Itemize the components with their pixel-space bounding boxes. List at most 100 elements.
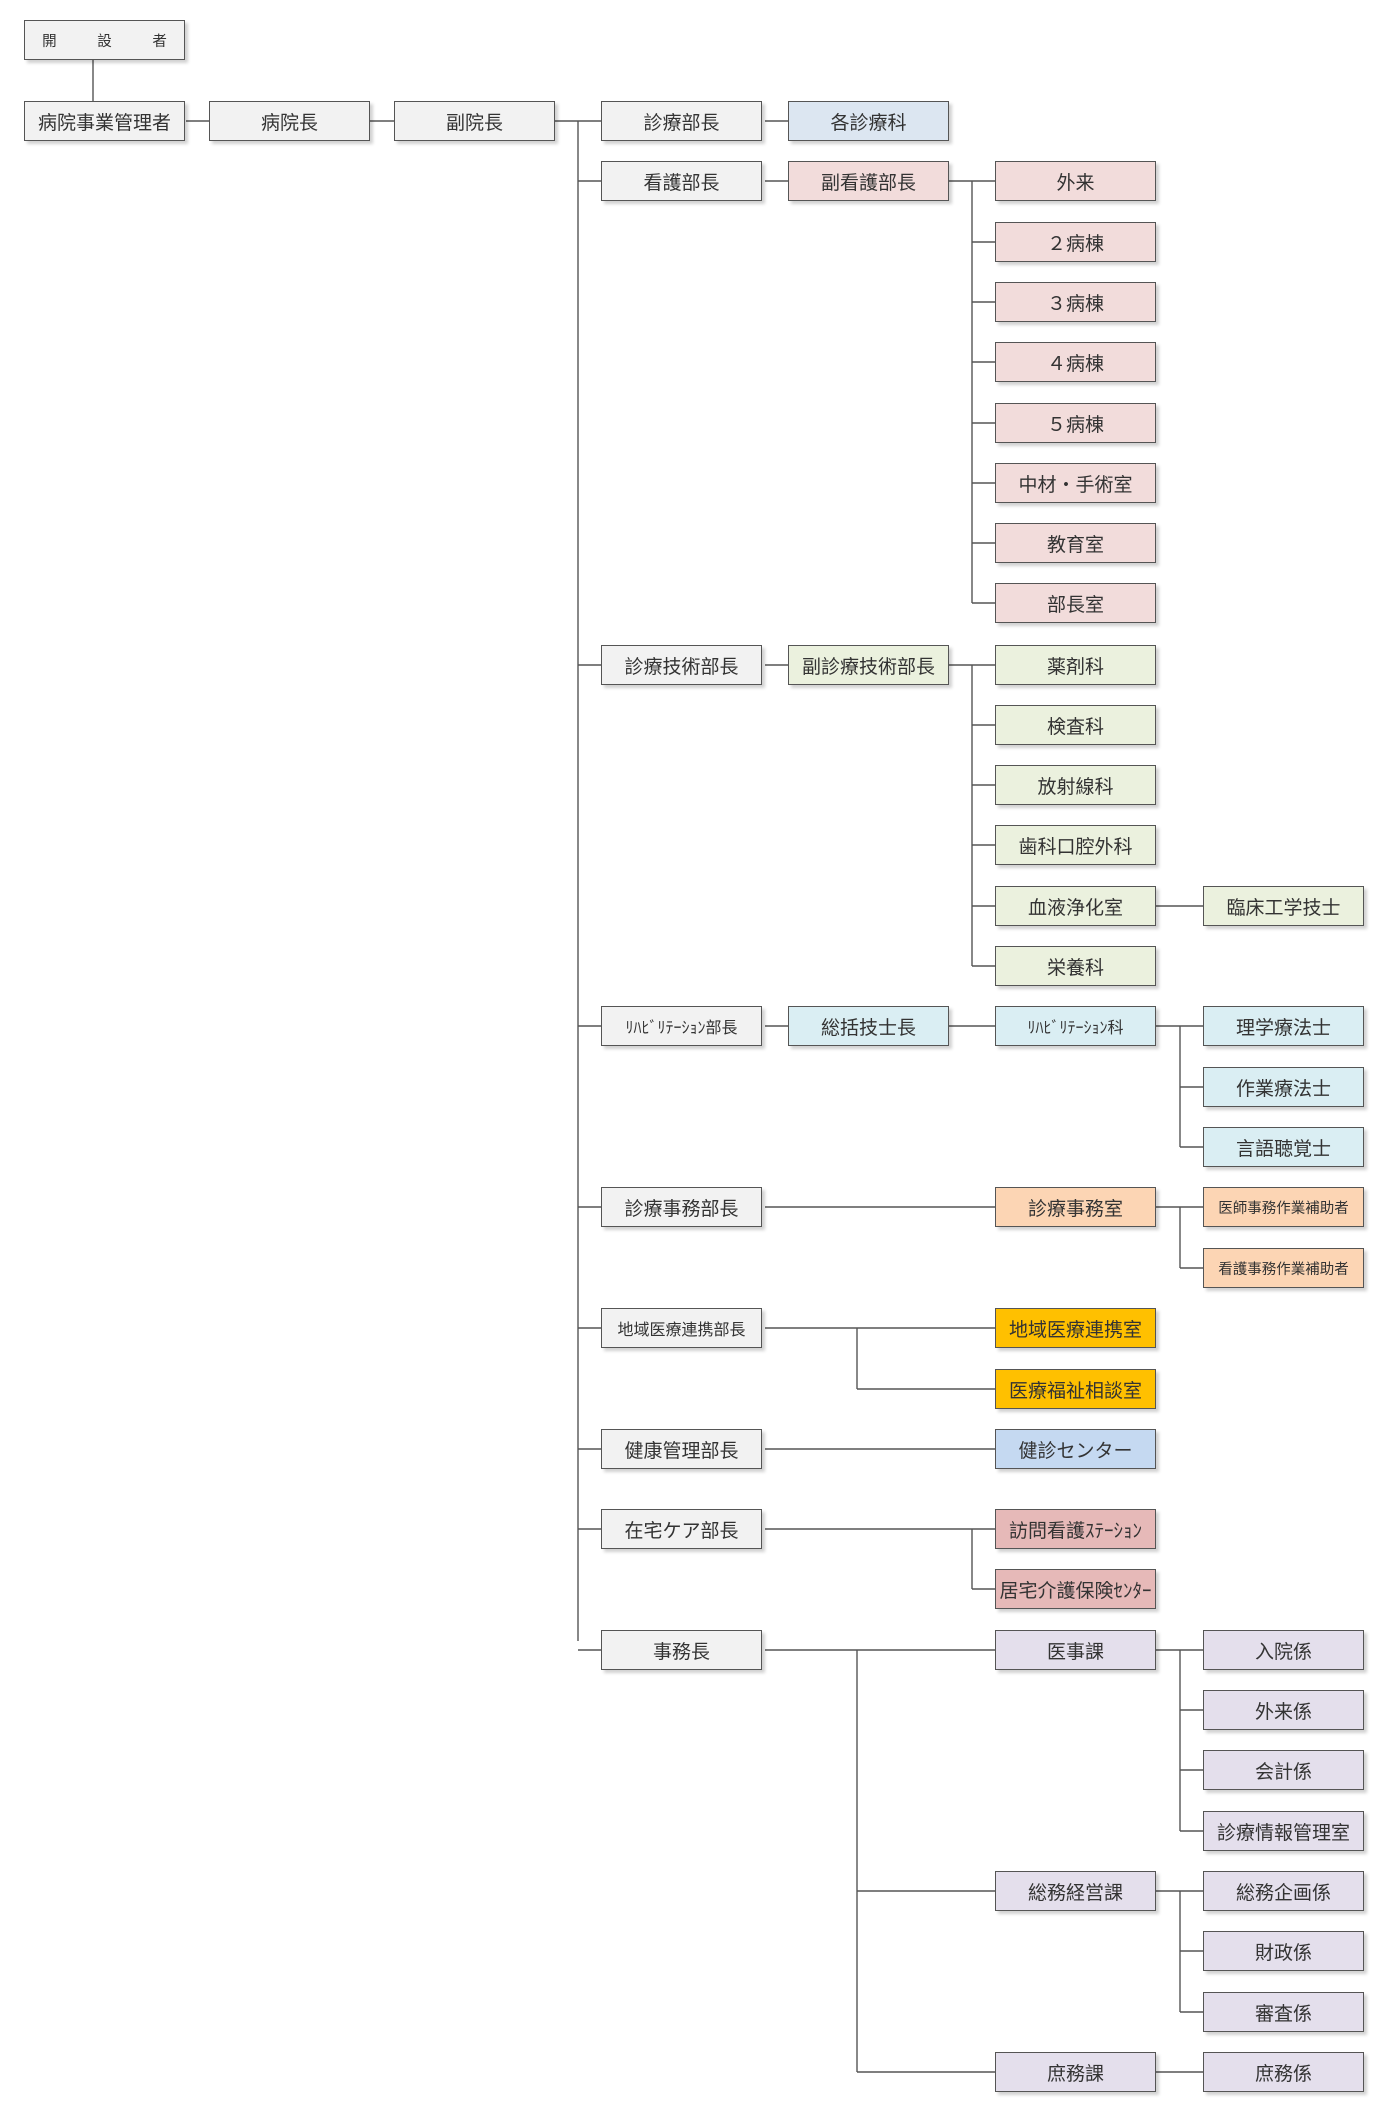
community-head-box: 地域医療連携部長 bbox=[601, 1308, 762, 1348]
nursing-unit-box: ４病棟 bbox=[995, 342, 1156, 382]
admin-section-box: 会計係 bbox=[1203, 1750, 1364, 1790]
admin-section-box: 診療情報管理室 bbox=[1203, 1811, 1364, 1851]
rehab-dept-label: ﾘﾊﾋﾞﾘﾃｰｼｮﾝ科 bbox=[1027, 1018, 1124, 1037]
office-head-box: 診療事務部長 bbox=[601, 1187, 762, 1227]
community-room-box: 地域医療連携室 bbox=[995, 1308, 1156, 1348]
technical-deputy-label: 副診療技術部長 bbox=[801, 655, 935, 678]
medical-depts-box: 各診療科 bbox=[788, 101, 949, 141]
technical-unit-box: 検査科 bbox=[995, 705, 1156, 745]
medical-depts-label: 各診療科 bbox=[830, 111, 907, 134]
nursing-deputy-label: 副看護部長 bbox=[820, 171, 916, 194]
rehab-head-box: ﾘﾊﾋﾞﾘﾃｰｼｮﾝ部長 bbox=[601, 1006, 762, 1046]
admin-section-box: 審査係 bbox=[1203, 1992, 1364, 2032]
admin-head-label: 事務長 bbox=[652, 1640, 710, 1663]
office-room-label: 診療事務室 bbox=[1027, 1197, 1123, 1220]
technical-unit-box: 薬剤科 bbox=[995, 645, 1156, 685]
admin-section-box: 財政係 bbox=[1203, 1931, 1364, 1971]
medical-head-box: 診療部長 bbox=[601, 101, 762, 141]
clinical-engineer-box: 臨床工学技士 bbox=[1203, 886, 1364, 926]
technical-unit-box: 血液浄化室 bbox=[995, 886, 1156, 926]
technical-unit-label: 栄養科 bbox=[1046, 956, 1104, 979]
nursing-unit-box: ５病棟 bbox=[995, 403, 1156, 443]
community-head-label: 地域医療連携部長 bbox=[617, 1320, 746, 1339]
nursing-unit-box: 中材・手術室 bbox=[995, 463, 1156, 503]
nursing-unit-box: 外来 bbox=[995, 161, 1156, 201]
nursing-head-label: 看護部長 bbox=[643, 171, 720, 194]
admin-section-box: 庶務係 bbox=[1203, 2052, 1364, 2092]
technical-unit-box: 歯科口腔外科 bbox=[995, 825, 1156, 865]
health-head-box: 健康管理部長 bbox=[601, 1429, 762, 1469]
health-center-label: 健診センター bbox=[1018, 1439, 1133, 1462]
nursing-unit-label: ４病棟 bbox=[1046, 352, 1104, 375]
technical-unit-label: 血液浄化室 bbox=[1027, 896, 1123, 919]
homecare-unit-box: 訪問看護ｽﾃｰｼｮﾝ bbox=[995, 1509, 1156, 1549]
admin-section-box: 入院係 bbox=[1203, 1630, 1364, 1670]
founder-box: 開 設 者 bbox=[24, 20, 185, 60]
admin-section-label: 審査係 bbox=[1254, 2002, 1312, 2025]
nursing-head-box: 看護部長 bbox=[601, 161, 762, 201]
technical-unit-label: 歯科口腔外科 bbox=[1018, 835, 1133, 858]
nursing-unit-label: 外来 bbox=[1056, 171, 1095, 194]
admin-division-box: 医事課 bbox=[995, 1630, 1156, 1670]
office-staff-box: 医師事務作業補助者 bbox=[1203, 1187, 1364, 1227]
homecare-unit-label: 居宅介護保険ｾﾝﾀｰ bbox=[999, 1579, 1152, 1602]
rehab-dept-box: ﾘﾊﾋﾞﾘﾃｰｼｮﾝ科 bbox=[995, 1006, 1156, 1046]
rehab-staff-label: 言語聴覚士 bbox=[1235, 1137, 1331, 1160]
homecare-head-label: 在宅ケア部長 bbox=[624, 1519, 739, 1542]
nursing-unit-label: 教育室 bbox=[1046, 533, 1104, 556]
founder-label: 開 設 者 bbox=[42, 33, 180, 50]
nursing-unit-box: ３病棟 bbox=[995, 282, 1156, 322]
health-center-box: 健診センター bbox=[995, 1429, 1156, 1469]
admin-section-label: 財政係 bbox=[1254, 1941, 1312, 1964]
community-room-label: 地域医療連携室 bbox=[1008, 1318, 1142, 1341]
medical-head-label: 診療部長 bbox=[643, 111, 720, 134]
rehab-head-label: ﾘﾊﾋﾞﾘﾃｰｼｮﾝ部長 bbox=[625, 1018, 738, 1037]
admin-head-box: 事務長 bbox=[601, 1630, 762, 1670]
rehab-staff-box: 言語聴覚士 bbox=[1203, 1127, 1364, 1167]
office-staff-label: 医師事務作業補助者 bbox=[1218, 1200, 1349, 1217]
nursing-unit-label: ３病棟 bbox=[1046, 292, 1104, 315]
rehab-staff-label: 理学療法士 bbox=[1235, 1016, 1331, 1039]
admin-section-label: 会計係 bbox=[1254, 1760, 1312, 1783]
nursing-deputy-box: 副看護部長 bbox=[788, 161, 949, 201]
community-room-label: 医療福祉相談室 bbox=[1008, 1379, 1142, 1402]
admin-division-label: 総務経営課 bbox=[1027, 1881, 1123, 1904]
technical-unit-label: 検査科 bbox=[1046, 715, 1104, 738]
nursing-unit-box: 教育室 bbox=[995, 523, 1156, 563]
manager-box: 病院事業管理者 bbox=[24, 101, 185, 141]
rehab-staff-box: 作業療法士 bbox=[1203, 1067, 1364, 1107]
office-staff-label: 看護事務作業補助者 bbox=[1218, 1261, 1349, 1278]
office-head-label: 診療事務部長 bbox=[624, 1197, 739, 1220]
nursing-unit-box: ２病棟 bbox=[995, 222, 1156, 262]
nursing-unit-label: ２病棟 bbox=[1046, 232, 1104, 255]
technical-unit-label: 放射線科 bbox=[1037, 775, 1114, 798]
rehab-staff-label: 作業療法士 bbox=[1235, 1077, 1331, 1100]
rehab-chief-box: 総括技士長 bbox=[788, 1006, 949, 1046]
technical-unit-box: 放射線科 bbox=[995, 765, 1156, 805]
technical-head-label: 診療技術部長 bbox=[624, 655, 739, 678]
rehab-staff-box: 理学療法士 bbox=[1203, 1006, 1364, 1046]
nursing-unit-label: 中材・手術室 bbox=[1018, 473, 1133, 496]
admin-section-box: 総務企画係 bbox=[1203, 1871, 1364, 1911]
manager-label: 病院事業管理者 bbox=[37, 111, 171, 134]
health-head-label: 健康管理部長 bbox=[624, 1439, 739, 1462]
clinical-engineer-label: 臨床工学技士 bbox=[1226, 896, 1341, 919]
admin-section-box: 外来係 bbox=[1203, 1690, 1364, 1730]
director-box: 病院長 bbox=[209, 101, 370, 141]
admin-division-label: 医事課 bbox=[1046, 1640, 1104, 1663]
admin-section-label: 診療情報管理室 bbox=[1216, 1821, 1350, 1844]
office-room-box: 診療事務室 bbox=[995, 1187, 1156, 1227]
director-label: 病院長 bbox=[260, 111, 318, 134]
homecare-unit-label: 訪問看護ｽﾃｰｼｮﾝ bbox=[1008, 1519, 1142, 1542]
office-staff-box: 看護事務作業補助者 bbox=[1203, 1248, 1364, 1288]
admin-section-label: 庶務係 bbox=[1254, 2062, 1312, 2085]
admin-section-label: 入院係 bbox=[1254, 1640, 1312, 1663]
nursing-unit-label: 部長室 bbox=[1046, 593, 1104, 616]
admin-division-label: 庶務課 bbox=[1046, 2062, 1104, 2085]
homecare-unit-box: 居宅介護保険ｾﾝﾀｰ bbox=[995, 1569, 1156, 1609]
technical-unit-label: 薬剤科 bbox=[1046, 655, 1104, 678]
technical-head-box: 診療技術部長 bbox=[601, 645, 762, 685]
technical-unit-box: 栄養科 bbox=[995, 946, 1156, 986]
technical-deputy-box: 副診療技術部長 bbox=[788, 645, 949, 685]
